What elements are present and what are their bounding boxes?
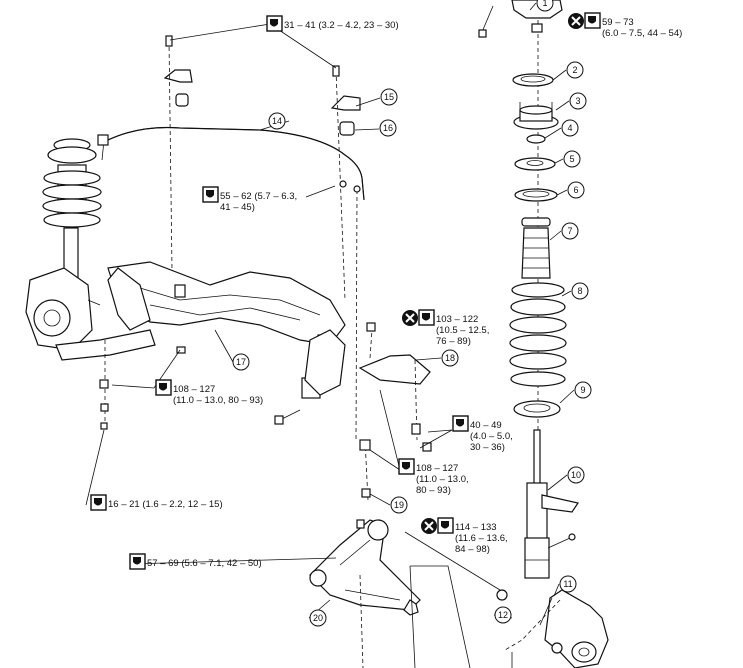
non-reusable-icon [421, 518, 437, 534]
callout-19: 19 [390, 496, 408, 514]
torque-value-line1: 108 – 127 [416, 463, 458, 474]
bracket-18 [358, 322, 432, 452]
callout-11: 11 [559, 575, 577, 593]
callout-16: 16 [379, 119, 397, 137]
torque-value-line2: (11.0 – 13.0, 80 – 93) [173, 395, 263, 406]
torque-wrench-icon [437, 517, 454, 534]
link-19 [359, 439, 371, 501]
torque-value-line1: 55 – 62 (5.7 – 6.3, [220, 191, 297, 202]
suspension-member [55, 261, 346, 430]
torque-value-line2: (11.0 – 13.0, [416, 474, 469, 485]
callout-number: 1 [542, 0, 547, 8]
callout-number: 18 [445, 353, 455, 363]
callout-1: 1 [536, 0, 554, 12]
callout-number: 17 [236, 357, 246, 367]
callout-number: 3 [575, 96, 580, 106]
torque-wrench-icon [452, 415, 469, 432]
torque-value-line2: (6.0 – 7.5, 44 – 54) [602, 28, 682, 39]
torque-wrench-icon [202, 186, 219, 203]
callout-number: 4 [567, 123, 572, 133]
callout-number: 6 [573, 185, 578, 195]
callout-number: 12 [498, 610, 508, 620]
stabilizer-bar [97, 35, 365, 441]
callout-number: 19 [394, 500, 404, 510]
callout-4: 4 [561, 119, 579, 137]
coil-spring [509, 282, 567, 387]
torque-value-line1: 59 – 73 [602, 17, 634, 28]
torque-value-line2: (4.0 – 5.0, [470, 431, 513, 442]
torque-value-line1: 16 – 21 (1.6 – 2.2, 12 – 15) [108, 499, 223, 510]
torque-spec-t5: 108 – 127(11.0 – 13.0, 80 – 93) [155, 379, 263, 406]
callout-number: 16 [383, 123, 393, 133]
non-reusable-icon [402, 310, 418, 326]
callout-3: 3 [569, 92, 587, 110]
callout-number: 7 [567, 226, 572, 236]
callout-number: 11 [563, 579, 572, 589]
callout-5: 5 [563, 150, 581, 168]
callout-number: 20 [313, 613, 323, 623]
torque-spec-t7: 108 – 127(11.0 – 13.0,80 – 93) [398, 458, 469, 496]
callout-18: 18 [441, 349, 459, 367]
non-reusable-icon [568, 13, 584, 29]
callout-6: 6 [567, 181, 585, 199]
callout-10: 10 [567, 466, 585, 484]
callout-number: 14 [272, 116, 282, 126]
torque-wrench-icon [129, 553, 146, 570]
torque-value-line3: 30 – 36) [470, 442, 505, 453]
torque-value-line3: 76 – 89) [436, 336, 471, 347]
torque-spec-t8: 16 – 21 (1.6 – 2.2, 12 – 15) [90, 494, 223, 511]
callout-15: 15 [380, 88, 398, 106]
callout-8: 8 [571, 282, 589, 300]
callout-number: 5 [569, 154, 574, 164]
leader-lines [85, 2, 575, 619]
callout-number: 8 [577, 286, 582, 296]
torque-spec-t9: 114 – 133(11.6 – 13.6,84 – 98) [421, 517, 508, 555]
torque-value-line2: (11.6 – 13.6, [455, 533, 508, 544]
torque-specs: 31 – 41 (3.2 – 4.2, 23 – 30) 59 – 73(6.0 … [90, 12, 682, 570]
torque-wrench-icon [584, 12, 601, 29]
callout-17: 17 [232, 353, 250, 371]
callout-7: 7 [561, 222, 579, 240]
callout-20: 20 [309, 609, 327, 627]
torque-spec-t6: 40 – 49(4.0 – 5.0,30 – 36) [452, 415, 513, 453]
callout-number: 9 [580, 385, 585, 395]
callout-2: 2 [566, 61, 584, 79]
callout-number: 15 [384, 92, 394, 102]
torque-spec-t3: 55 – 62 (5.7 – 6.3,41 – 45) [202, 186, 297, 213]
torque-value-line2: (10.5 – 12.5, [436, 325, 489, 336]
strut-assembly [478, 0, 609, 668]
torque-value-line1: 31 – 41 (3.2 – 4.2, 23 – 30) [284, 20, 399, 31]
torque-wrench-icon [155, 379, 172, 396]
torque-spec-t2: 59 – 73(6.0 – 7.5, 44 – 54) [568, 12, 682, 39]
torque-value-line1: 114 – 133 [455, 522, 497, 533]
torque-spec-t4: 103 – 122(10.5 – 12.5,76 – 89) [402, 309, 489, 347]
torque-value-line1: 40 – 49 [470, 420, 502, 431]
torque-value-line1: 108 – 127 [173, 384, 215, 395]
torque-spec-t1: 31 – 41 (3.2 – 4.2, 23 – 30) [266, 15, 399, 32]
assembled-strut-left [25, 138, 102, 351]
callout-number: 10 [571, 470, 581, 480]
torque-value-line3: 80 – 93) [416, 485, 451, 496]
torque-value-line1: 103 – 122 [436, 314, 478, 325]
callout-14: 14 [268, 112, 286, 130]
lower-arm-20 [309, 519, 508, 668]
callout-number: 2 [572, 65, 577, 75]
torque-value-line1: 57 – 69 (5.6 – 7.1, 42 – 50) [147, 558, 262, 569]
callout-9: 9 [574, 381, 592, 399]
torque-wrench-icon [90, 494, 107, 511]
callout-12: 12 [494, 606, 512, 624]
torque-wrench-icon [418, 309, 435, 326]
torque-wrench-icon [398, 458, 415, 475]
torque-wrench-icon [266, 15, 283, 32]
torque-value-line2: 41 – 45) [220, 202, 255, 213]
torque-value-line3: 84 – 98) [455, 544, 490, 555]
torque-spec-t10: 57 – 69 (5.6 – 7.1, 42 – 50) [129, 553, 262, 570]
